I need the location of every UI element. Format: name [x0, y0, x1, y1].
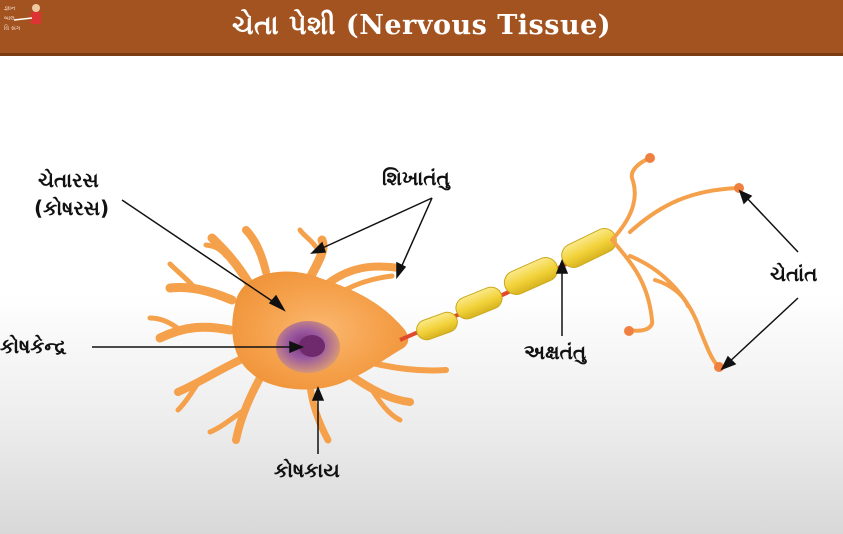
logo-line-3: વિ સંગ	[4, 25, 21, 32]
dendrites	[147, 226, 449, 444]
myelin-sheath	[416, 228, 617, 341]
logo-line-2: બાલ	[4, 15, 15, 22]
label-axon: અક્ષતંતુ	[524, 340, 587, 364]
axon-terminals	[610, 156, 740, 368]
logo-figure-icon	[13, 4, 41, 24]
page-title: ચેતા પેશી (Nervous Tissue)	[231, 10, 612, 41]
label-dendrites: શિખાતંતુ	[382, 166, 450, 190]
label-cytoplasm-alt: (કોષરસ)	[34, 196, 110, 220]
label-nerve-endings: ચેતાંત	[770, 262, 818, 286]
label-cell-body: કોષકાય	[274, 458, 340, 482]
channel-logo: જ્ઞાન બાલ વિ સંગ	[2, 2, 46, 36]
nucleolus	[299, 335, 325, 357]
label-cytoplasm: ચેતારસ	[38, 168, 99, 192]
pointer-lines	[92, 189, 799, 454]
header-bar: જ્ઞાન બાલ વિ સંગ ચેતા પેશી (Nervous Tiss…	[0, 0, 843, 56]
logo-line-1: જ્ઞાન	[4, 5, 16, 12]
label-nucleus: કોષકેન્દ્ર	[0, 334, 67, 358]
